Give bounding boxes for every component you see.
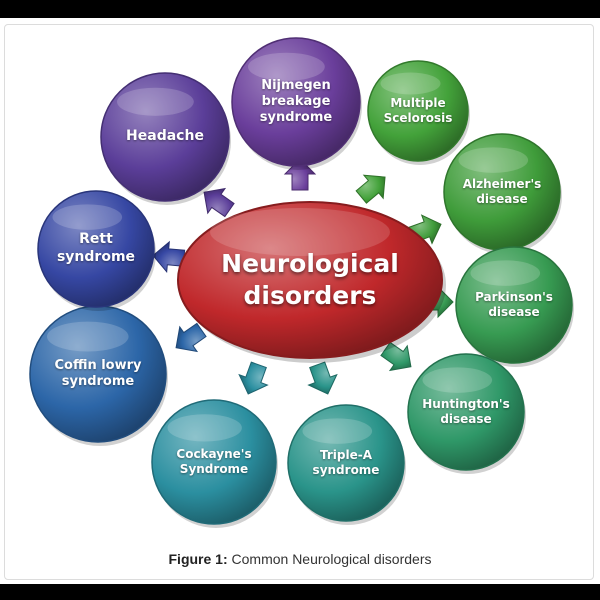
arrow-5 <box>307 361 338 395</box>
node-circle-9 <box>100 72 230 202</box>
node-highlight <box>52 204 123 230</box>
arrow-6 <box>238 361 269 395</box>
node-highlight <box>422 367 493 393</box>
arrow-4 <box>380 341 412 372</box>
bottom-black-bar <box>0 584 600 600</box>
center-ellipse <box>177 201 443 359</box>
arrow-7 <box>175 322 207 353</box>
node-highlight <box>470 260 541 286</box>
node-circle-4 <box>407 353 525 471</box>
node-circle-5 <box>287 404 405 522</box>
caption-text: Common Neurological disorders <box>227 551 432 567</box>
node-circle-1 <box>367 60 469 162</box>
node-highlight <box>116 87 194 116</box>
node-circle-0 <box>231 37 361 167</box>
figure-caption: Figure 1: Common Neurological disorders <box>0 551 600 567</box>
node-highlight <box>47 321 129 352</box>
node-circle-6 <box>151 399 277 525</box>
node-highlight <box>167 414 242 442</box>
node-circle-3 <box>455 246 573 364</box>
node-highlight <box>380 72 441 95</box>
caption-prefix: Figure 1: <box>168 551 228 567</box>
top-black-bar <box>0 0 600 18</box>
arrow-0 <box>283 158 317 191</box>
node-highlight <box>248 52 325 81</box>
center-highlight <box>210 208 390 256</box>
arrow-1 <box>355 174 386 204</box>
arrow-8 <box>152 240 186 274</box>
arrow-9 <box>203 187 235 218</box>
node-highlight <box>458 147 529 173</box>
center-label: Neurological disorders <box>221 248 399 311</box>
node-highlight <box>302 418 373 444</box>
node-circle-8 <box>37 190 155 308</box>
